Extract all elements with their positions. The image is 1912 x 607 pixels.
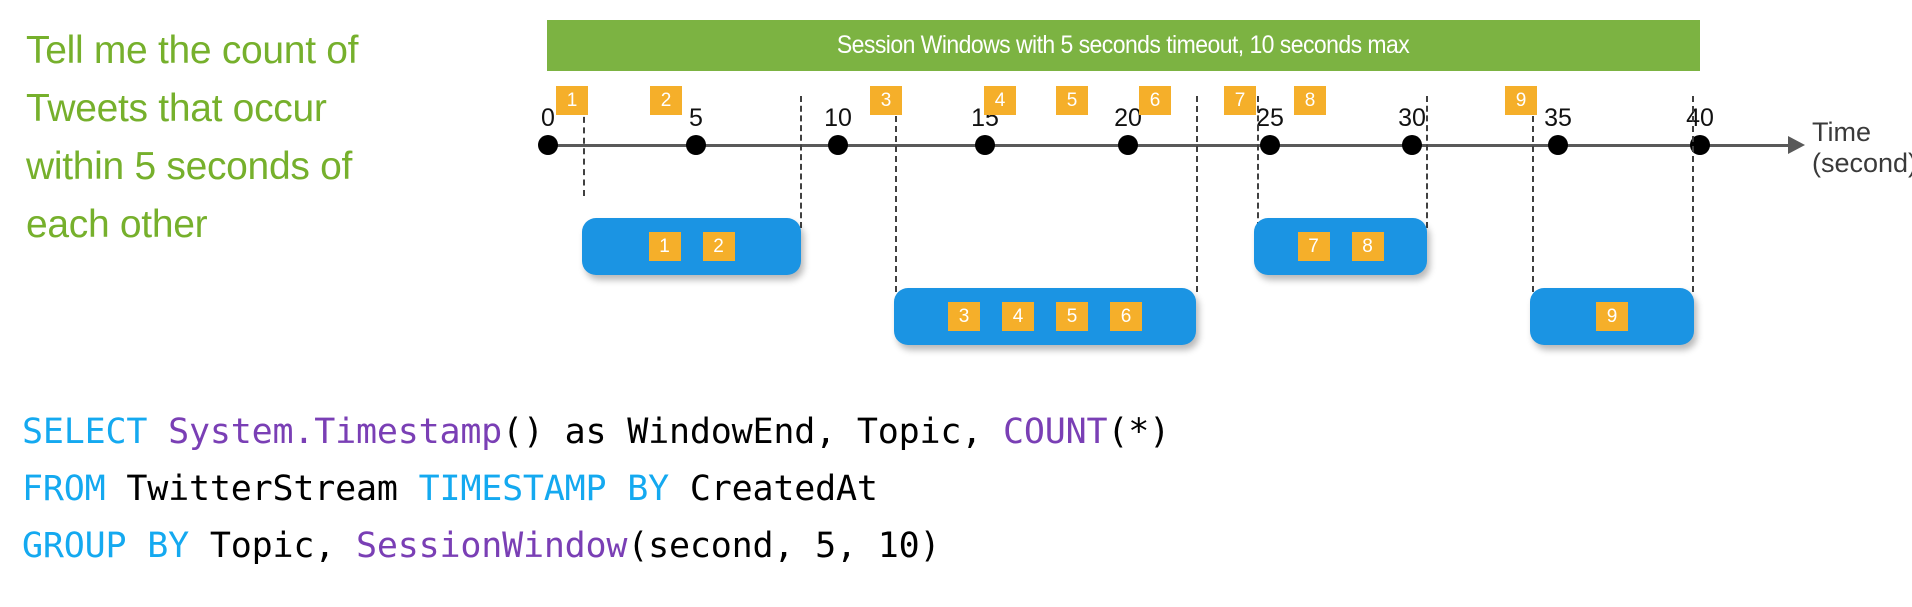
sql-line-1: SELECT System.Timestamp() as WindowEnd, … xyxy=(22,404,1170,461)
prompt-question-text: Tell me the count of Tweets that occur w… xyxy=(26,29,359,246)
time-axis-dot-35 xyxy=(1548,135,1568,155)
event-chip-2[interactable]: 2 xyxy=(650,86,682,115)
session-event-chip-9[interactable]: 9 xyxy=(1596,302,1628,331)
sql-line-3: GROUP BY Topic, SessionWindow(second, 5,… xyxy=(22,518,1170,575)
window-boundary-line-4 xyxy=(1196,96,1198,292)
window-boundary-line-3 xyxy=(895,96,897,292)
time-axis-line xyxy=(548,144,1793,147)
session-event-chip-8[interactable]: 8 xyxy=(1351,232,1384,261)
time-axis-label-5: 5 xyxy=(689,104,703,132)
sql-token: TIMESTAMP BY xyxy=(418,469,690,509)
time-axis-label-20: 20 xyxy=(1114,104,1142,132)
time-axis-label-35: 35 xyxy=(1544,104,1572,132)
sql-token: (*) xyxy=(1107,412,1170,452)
session-event-chip-1[interactable]: 1 xyxy=(648,232,681,261)
time-axis-caption: Time (second) xyxy=(1812,117,1912,178)
event-chip-7[interactable]: 7 xyxy=(1224,86,1256,115)
session-event-chip-7[interactable]: 7 xyxy=(1297,232,1330,261)
event-chip-1[interactable]: 1 xyxy=(556,86,588,115)
session-window-banner: Session Windows with 5 seconds timeout, … xyxy=(547,20,1700,71)
time-axis-dot-10 xyxy=(828,135,848,155)
time-axis-label-0: 0 xyxy=(541,104,555,132)
time-axis-arrowhead xyxy=(1788,136,1805,154)
time-axis-label-30: 30 xyxy=(1398,104,1426,132)
sql-token: () as WindowEnd, Topic, xyxy=(502,412,1003,452)
time-axis-dot-20 xyxy=(1118,135,1138,155)
session-chip-row: 9 xyxy=(1596,302,1628,331)
time-axis-dot-5 xyxy=(686,135,706,155)
window-boundary-line-1 xyxy=(583,96,585,196)
time-axis-dot-15 xyxy=(975,135,995,155)
time-axis-label-40: 40 xyxy=(1686,104,1714,132)
sql-line-2: FROM TwitterStream TIMESTAMP BY CreatedA… xyxy=(22,461,1170,518)
sql-token: SessionWindow xyxy=(355,526,628,566)
time-axis-dot-30 xyxy=(1402,135,1422,155)
sql-token: GROUP BY xyxy=(22,526,210,566)
window-boundary-line-6 xyxy=(1426,96,1428,228)
banner-label: Session Windows with 5 seconds timeout, … xyxy=(837,31,1410,59)
sql-token: System.Timestamp xyxy=(168,412,503,452)
sql-token: FROM xyxy=(22,469,127,509)
time-axis-label-10: 10 xyxy=(824,104,852,132)
session-event-chip-2[interactable]: 2 xyxy=(702,232,735,261)
event-chip-8[interactable]: 8 xyxy=(1294,86,1326,115)
event-chip-4[interactable]: 4 xyxy=(984,86,1016,115)
event-chip-6[interactable]: 6 xyxy=(1139,86,1171,115)
time-axis-dot-0 xyxy=(538,135,558,155)
window-boundary-line-7 xyxy=(1532,96,1534,292)
time-axis-label-25: 25 xyxy=(1256,104,1284,132)
session-event-chip-3[interactable]: 3 xyxy=(948,302,980,331)
time-axis-dot-40 xyxy=(1690,135,1710,155)
session-event-chip-6[interactable]: 6 xyxy=(1110,302,1142,331)
sql-query-block: SELECT System.Timestamp() as WindowEnd, … xyxy=(22,404,1170,575)
session-window-4[interactable]: 9 xyxy=(1530,288,1694,345)
session-event-chip-5[interactable]: 5 xyxy=(1056,302,1088,331)
sql-token: COUNT xyxy=(1003,412,1108,452)
sql-token: TwitterStream xyxy=(126,469,419,509)
sql-token: CreatedAt xyxy=(689,469,878,509)
sql-token: (second, 5, 10) xyxy=(627,526,941,566)
sql-token: SELECT xyxy=(22,412,169,452)
event-chip-5[interactable]: 5 xyxy=(1056,86,1088,115)
time-axis-dot-25 xyxy=(1260,135,1280,155)
event-chip-9[interactable]: 9 xyxy=(1505,86,1537,115)
window-boundary-line-8 xyxy=(1692,96,1694,292)
window-boundary-line-5 xyxy=(1257,96,1259,228)
session-event-chip-4[interactable]: 4 xyxy=(1002,302,1034,331)
event-chip-3[interactable]: 3 xyxy=(870,86,902,115)
window-boundary-line-2 xyxy=(800,96,802,228)
sql-token: Topic, xyxy=(209,526,356,566)
